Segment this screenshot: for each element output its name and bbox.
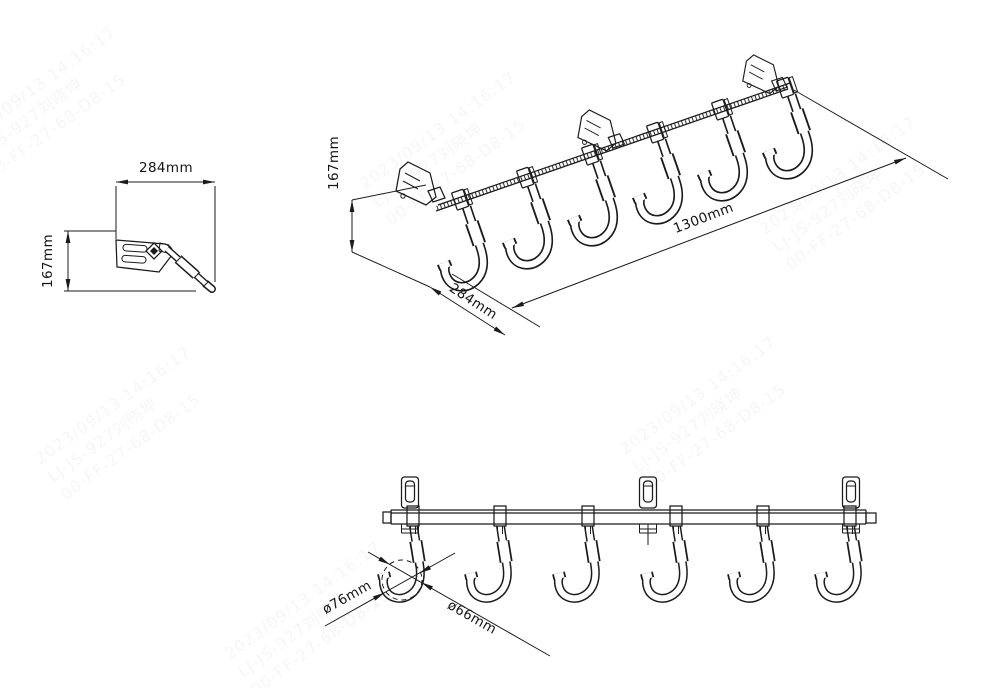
hook xyxy=(164,246,216,293)
dimension-iso-height: 167mm xyxy=(326,136,431,288)
hook xyxy=(760,94,813,178)
diameter-reference-circle xyxy=(381,559,423,601)
hook xyxy=(695,116,748,200)
dimension-side-width: 284mm xyxy=(115,160,216,282)
wall-bracket xyxy=(742,54,788,95)
dim-label-side-width: 284mm xyxy=(139,160,193,176)
hook xyxy=(733,526,770,598)
hook xyxy=(820,526,857,598)
dimension-side-height: 167mm xyxy=(40,230,116,291)
dim-label-iso-height: 167mm xyxy=(326,136,342,190)
rail xyxy=(382,509,877,525)
dim-label-side-height: 167mm xyxy=(40,234,56,288)
front-view: ø76mm ø66mm xyxy=(320,476,877,657)
dim-label-inner-diameter: ø66mm xyxy=(445,597,500,638)
hook xyxy=(630,139,683,223)
hook xyxy=(646,526,683,598)
hook xyxy=(565,161,618,245)
hook xyxy=(435,206,488,290)
hook xyxy=(558,526,595,598)
hook xyxy=(470,526,507,598)
hook xyxy=(383,526,420,598)
dimension-inner-diameter: ø66mm xyxy=(367,551,551,657)
hook xyxy=(500,184,553,268)
wall-bracket xyxy=(577,109,626,152)
side-detail-view: 284mm 167mm xyxy=(40,160,216,293)
